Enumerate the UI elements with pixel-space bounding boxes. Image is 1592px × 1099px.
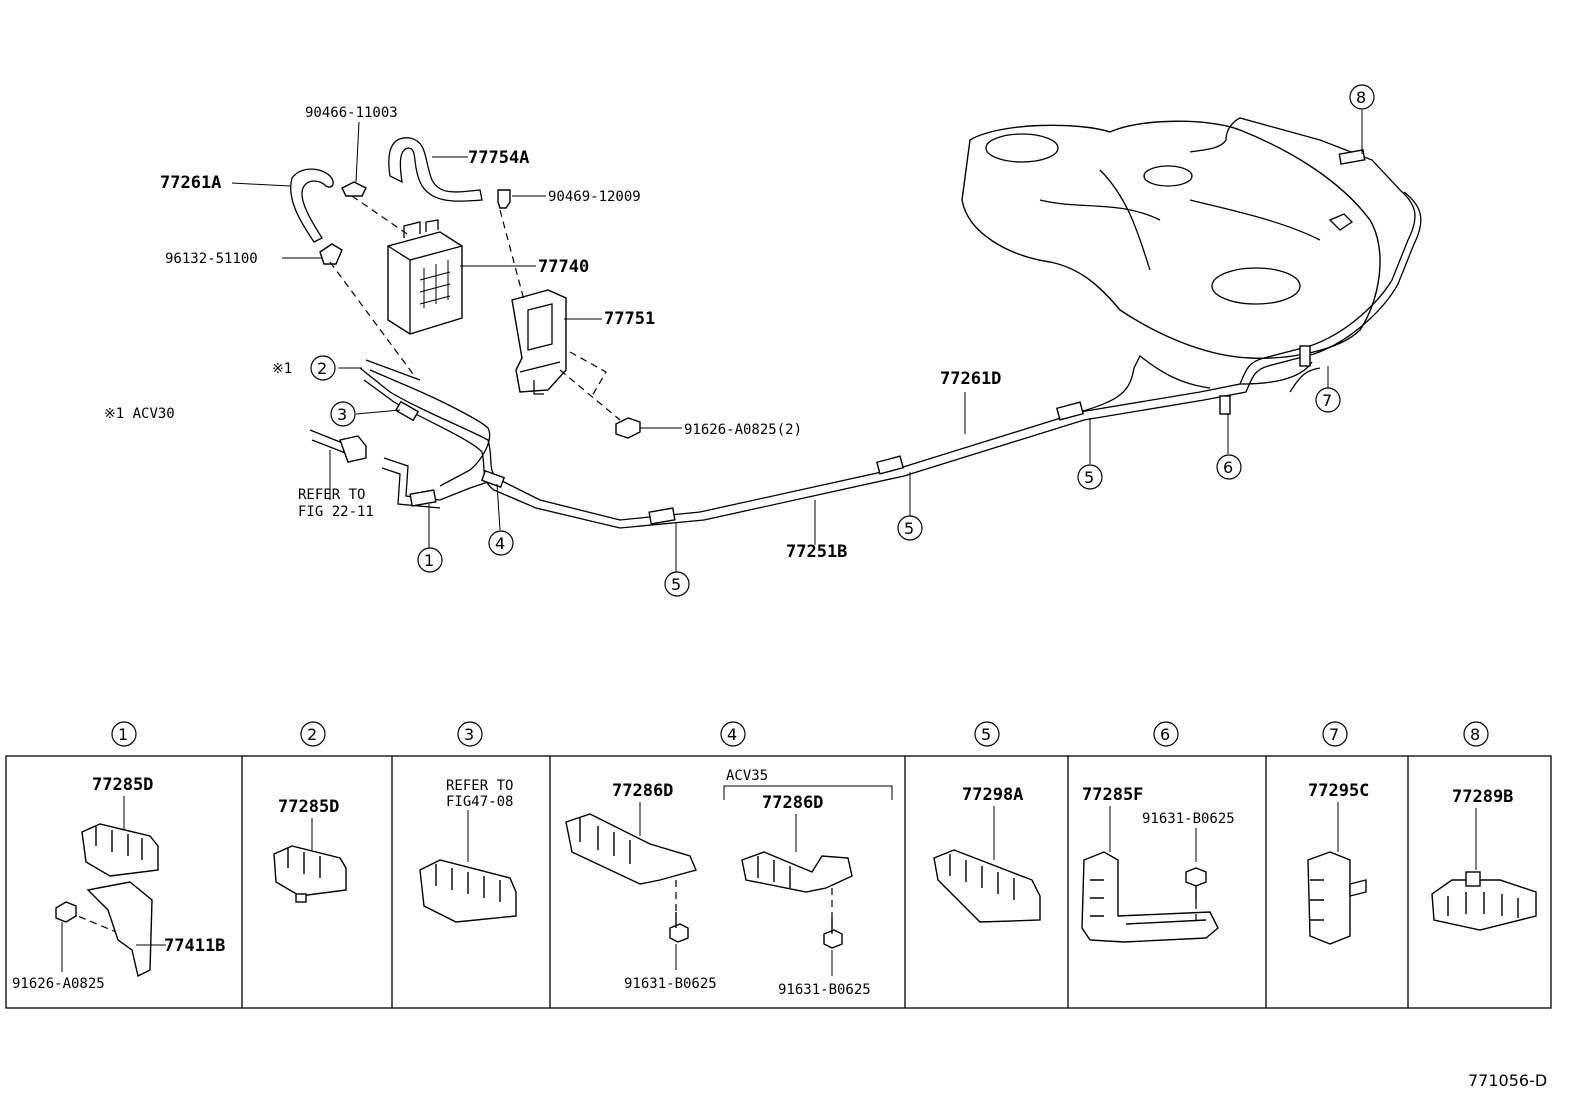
callout-5a-upper: 5 bbox=[664, 571, 690, 597]
t4-label-91631-b: 91631-B0625 bbox=[778, 982, 871, 998]
label-90469: 90469-12009 bbox=[548, 189, 641, 205]
callout-7-upper: 7 bbox=[1315, 387, 1341, 413]
label-96132: 96132-51100 bbox=[165, 251, 258, 267]
t7-clamp bbox=[1307, 851, 1351, 945]
svg-text:4: 4 bbox=[727, 725, 737, 744]
clamp-table bbox=[5, 755, 1552, 1009]
t2-clamp bbox=[273, 845, 347, 897]
clip-90466 bbox=[341, 181, 367, 197]
svg-text:1: 1 bbox=[118, 725, 128, 744]
t3-refer-2: FIG47-08 bbox=[446, 794, 513, 810]
svg-text:3: 3 bbox=[337, 405, 347, 424]
callout-6-upper: 6 bbox=[1216, 454, 1242, 480]
callout-3-upper: 3 bbox=[330, 401, 356, 427]
t2-label-77285d: 77285D bbox=[278, 797, 339, 817]
label-77754a: 77754A bbox=[468, 148, 529, 168]
t1-label-77285d: 77285D bbox=[92, 775, 153, 795]
table-head-6: 6 bbox=[1153, 721, 1179, 747]
callout-5b-upper: 5 bbox=[897, 515, 923, 541]
t4-acv35: ACV35 bbox=[726, 768, 768, 784]
hose-77754a bbox=[388, 137, 483, 202]
svg-text:7: 7 bbox=[1329, 725, 1339, 744]
clip-96132 bbox=[319, 243, 343, 265]
label-77740: 77740 bbox=[538, 257, 589, 277]
svg-text:5: 5 bbox=[1084, 468, 1094, 487]
t6-bracket bbox=[1081, 851, 1219, 943]
svg-text:6: 6 bbox=[1160, 725, 1170, 744]
t1-bracket bbox=[86, 881, 153, 978]
svg-text:2: 2 bbox=[317, 359, 327, 378]
table-head-8: 8 bbox=[1463, 721, 1489, 747]
bolt-91626-2 bbox=[615, 417, 641, 439]
svg-text:3: 3 bbox=[464, 725, 474, 744]
table-head-3: 3 bbox=[457, 721, 483, 747]
t4-label-77286d-b: 77286D bbox=[762, 793, 823, 813]
table-head-4: 4 bbox=[720, 721, 746, 747]
label-77251b: 77251B bbox=[786, 542, 847, 562]
t4-label-77286d-a: 77286D bbox=[612, 781, 673, 801]
t4-clamp-a bbox=[565, 813, 697, 885]
table-head-1: 1 bbox=[111, 721, 137, 747]
bracket-77751 bbox=[511, 289, 567, 395]
svg-text:7: 7 bbox=[1322, 391, 1332, 410]
diagram-id: 771056-D bbox=[1468, 1071, 1547, 1090]
svg-text:5: 5 bbox=[904, 519, 914, 538]
label-91626-2: 91626-A0825(2) bbox=[684, 422, 802, 438]
t1-label-91626: 91626-A0825 bbox=[12, 976, 105, 992]
label-77261d: 77261D bbox=[940, 369, 1001, 389]
canister-77740 bbox=[387, 219, 463, 335]
label-77751: 77751 bbox=[604, 309, 655, 329]
t1-bolt bbox=[55, 901, 77, 923]
fuel-tank bbox=[961, 120, 1381, 359]
label-77261a: 77261A bbox=[160, 173, 221, 193]
t6-bolt bbox=[1185, 867, 1207, 902]
refer-fig-2: FIG 22-11 bbox=[298, 504, 374, 520]
t5-label-77298a: 77298A bbox=[962, 785, 1023, 805]
t4-label-91631-a: 91631-B0625 bbox=[624, 976, 717, 992]
t3-refer-1: REFER TO bbox=[446, 778, 513, 794]
callout-5c-upper: 5 bbox=[1077, 464, 1103, 490]
note-acv30: ※1 ACV30 bbox=[104, 406, 175, 422]
callout-2-upper: 2 bbox=[310, 355, 336, 381]
table-head-7: 7 bbox=[1322, 721, 1348, 747]
svg-text:8: 8 bbox=[1470, 725, 1480, 744]
callout-8-upper: 8 bbox=[1349, 84, 1375, 110]
table-head-2: 2 bbox=[300, 721, 326, 747]
t1-clamp bbox=[81, 823, 159, 877]
t3-clamp bbox=[419, 859, 517, 923]
t8-clamp bbox=[1431, 879, 1537, 931]
t4-bolt-b bbox=[823, 918, 843, 949]
t6-label-77285f: 77285F bbox=[1082, 785, 1143, 805]
callout-4-upper: 4 bbox=[488, 530, 514, 556]
fuel-line-upper bbox=[359, 117, 1416, 521]
svg-text:5: 5 bbox=[671, 575, 681, 594]
t5-clamp bbox=[933, 849, 1041, 923]
svg-text:2: 2 bbox=[307, 725, 317, 744]
t4-bolt-a bbox=[669, 912, 689, 943]
refer-fig-1: REFER TO bbox=[298, 487, 365, 503]
t1-label-77411b: 77411B bbox=[164, 936, 225, 956]
t4-clamp-b bbox=[741, 851, 853, 893]
note-marker: ※1 bbox=[272, 361, 292, 377]
svg-text:1: 1 bbox=[424, 551, 434, 570]
svg-text:5: 5 bbox=[981, 725, 991, 744]
table-head-5: 5 bbox=[974, 721, 1000, 747]
label-90466: 90466-11003 bbox=[305, 105, 398, 121]
hose-77261a bbox=[290, 168, 334, 243]
t8-label-77289b: 77289B bbox=[1452, 787, 1513, 807]
t6-label-91631: 91631-B0625 bbox=[1142, 811, 1235, 827]
svg-text:4: 4 bbox=[495, 534, 505, 553]
clip-90469 bbox=[497, 189, 511, 209]
t7-label-77295c: 77295C bbox=[1308, 781, 1369, 801]
svg-text:6: 6 bbox=[1223, 458, 1233, 477]
callout-1-upper: 1 bbox=[417, 547, 443, 573]
svg-text:8: 8 bbox=[1356, 88, 1366, 107]
